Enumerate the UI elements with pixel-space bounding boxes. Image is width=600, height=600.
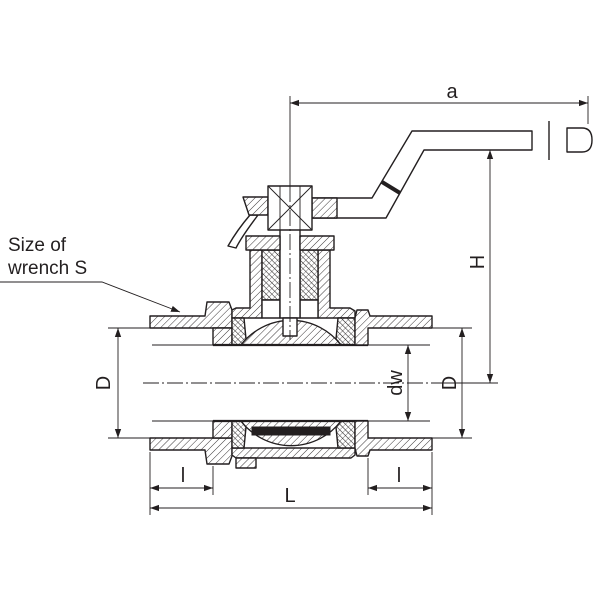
- dimension-H: H: [435, 150, 498, 384]
- handle-sleeve-mark: [380, 180, 402, 195]
- dimension-dw-label: dw: [385, 370, 407, 396]
- handle-lever: [311, 130, 533, 219]
- body-right-neck: [317, 249, 356, 319]
- dimension-a-label: a: [446, 81, 458, 103]
- dimension-L-label: L: [284, 485, 295, 507]
- bushing-right: [299, 299, 319, 319]
- gland-collar-right: [299, 235, 335, 251]
- dimension-D-right: D: [432, 327, 472, 439]
- wrench-note-line1: Size of: [8, 235, 67, 256]
- body-left-neck: [231, 249, 263, 319]
- left-end-cap: [149, 301, 233, 465]
- wrench-note-line2: wrench S: [7, 258, 87, 279]
- dimension-l-right-label: l: [397, 465, 401, 487]
- right-seat-top: [335, 317, 356, 346]
- dimension-H-label: H: [467, 255, 489, 269]
- dimension-l-left-label: l: [181, 465, 185, 487]
- left-cap-top-wall: [149, 301, 233, 329]
- wrench-size-note: Size of wrench S: [0, 235, 181, 313]
- handle: [227, 121, 593, 249]
- dimension-a: a: [289, 81, 589, 186]
- left-cap-bottom-wall: [149, 437, 233, 465]
- handle-plate-left: [242, 196, 269, 216]
- handle-nut-diagonal-2: [267, 185, 313, 231]
- packing-left: [261, 249, 281, 301]
- dimension-D-right-label: D: [439, 376, 461, 390]
- seats: [231, 317, 356, 449]
- right-seat-bottom: [335, 420, 356, 449]
- body-bottom-boss: [235, 457, 257, 469]
- right-cap-top-wall: [354, 309, 433, 346]
- packing-right: [299, 249, 319, 301]
- left-cap-shoulder-top: [212, 327, 233, 346]
- right-cap-bottom-wall: [354, 420, 433, 457]
- gland-collar-left: [245, 235, 281, 251]
- left-cap-shoulder-bottom: [212, 420, 233, 439]
- bushing-left: [261, 299, 281, 319]
- right-end-cap: [354, 309, 433, 457]
- wrench-note-leader: [0, 281, 181, 313]
- dimension-lengths: l l L: [149, 452, 433, 515]
- handle-plate-right: [311, 197, 338, 219]
- handle-stop-tab: [227, 214, 259, 249]
- ball-bottom-slot: [251, 426, 331, 436]
- dimension-D-left: D: [93, 327, 150, 439]
- body-bottom-wall: [231, 447, 356, 459]
- dimension-D-left-label: D: [93, 376, 115, 390]
- dimension-dw: dw: [385, 345, 412, 421]
- handle-grip-end: [566, 127, 593, 153]
